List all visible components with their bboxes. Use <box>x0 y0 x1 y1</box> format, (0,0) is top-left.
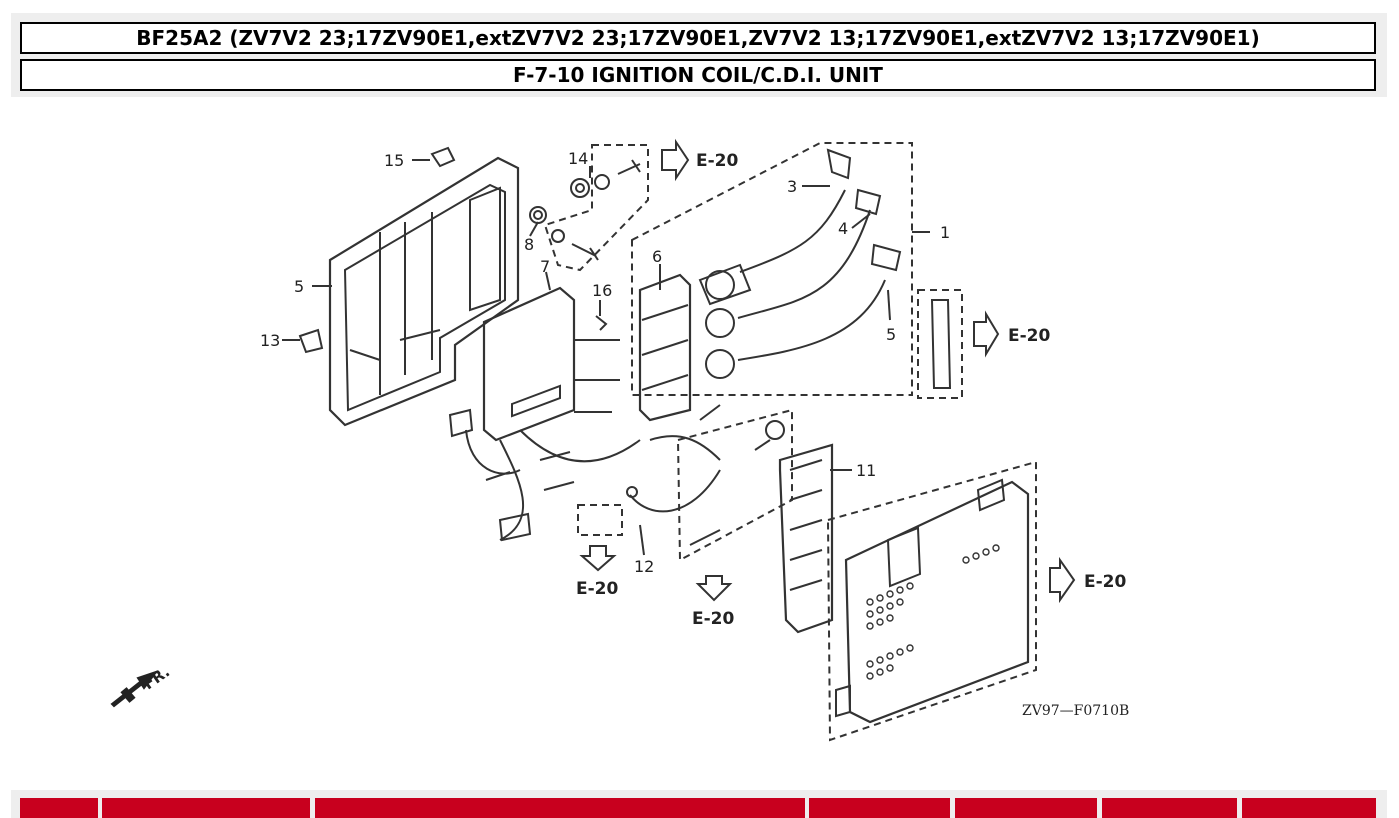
callout-3: 3 <box>787 177 797 196</box>
callout-5-label: 5 <box>886 325 896 344</box>
table-col-4[interactable] <box>809 798 950 818</box>
callout-4: 4 <box>838 219 848 238</box>
table-col-1[interactable] <box>20 798 98 818</box>
ref-label-5: E-20 <box>692 609 734 629</box>
table-col-2[interactable] <box>102 798 310 818</box>
ref-arrow-5 <box>695 575 733 602</box>
callout-6: 6 <box>652 247 662 266</box>
front-direction-arrow: FR. <box>110 663 173 708</box>
callout-14: 14 <box>568 149 588 168</box>
ref-arrow-2 <box>973 310 1000 358</box>
table-col-3[interactable] <box>315 798 805 818</box>
callout-7: 7 <box>540 257 550 276</box>
table-col-6[interactable] <box>1102 798 1237 818</box>
group-box-12 <box>676 408 793 562</box>
cover-perforations <box>866 544 1000 680</box>
diagram-code: ZV97—F0710B <box>1022 703 1129 719</box>
group-box-5 <box>917 289 963 399</box>
table-col-7[interactable] <box>1242 798 1376 818</box>
callout-8: 5 <box>294 277 304 296</box>
callout-15: 15 <box>384 151 404 170</box>
model-title: BF25A2 (ZV7V2 23;17ZV90E1,extZV7V2 23;17… <box>20 22 1376 54</box>
ref-label-1: E-20 <box>696 151 738 171</box>
ref-label-3: E-20 <box>1084 572 1126 592</box>
group-box-cover <box>826 460 1037 742</box>
ref-arrow-1 <box>661 138 690 182</box>
ref-label-2: E-20 <box>1008 326 1050 346</box>
group-box-bolt <box>577 504 623 536</box>
fr-label: FR. <box>140 663 173 694</box>
callout-1: 1 <box>940 223 950 242</box>
table-col-5[interactable] <box>955 798 1097 818</box>
ref-arrow-4 <box>579 545 617 572</box>
parts-table-header <box>11 790 1387 818</box>
ref-label-4: E-20 <box>576 579 618 599</box>
callout-16: 16 <box>592 281 612 300</box>
group-box-14 <box>543 144 649 272</box>
callout-13: 13 <box>260 331 280 350</box>
ref-arrow-3 <box>1049 556 1076 604</box>
callout-9: 8 <box>524 235 534 254</box>
panel-outline <box>328 156 520 427</box>
callout-11: 11 <box>856 461 876 480</box>
section-title: F-7-10 IGNITION COIL/C.D.I. UNIT <box>20 59 1376 91</box>
group-box-1 <box>631 142 913 396</box>
header-frame: BF25A2 (ZV7V2 23;17ZV90E1,extZV7V2 23;17… <box>11 13 1387 97</box>
callout-12: 12 <box>634 557 654 576</box>
parts-diagram: FR. 15 14 3 4 1 8 6 7 5 16 4 5 13 11 12 … <box>110 138 1129 742</box>
